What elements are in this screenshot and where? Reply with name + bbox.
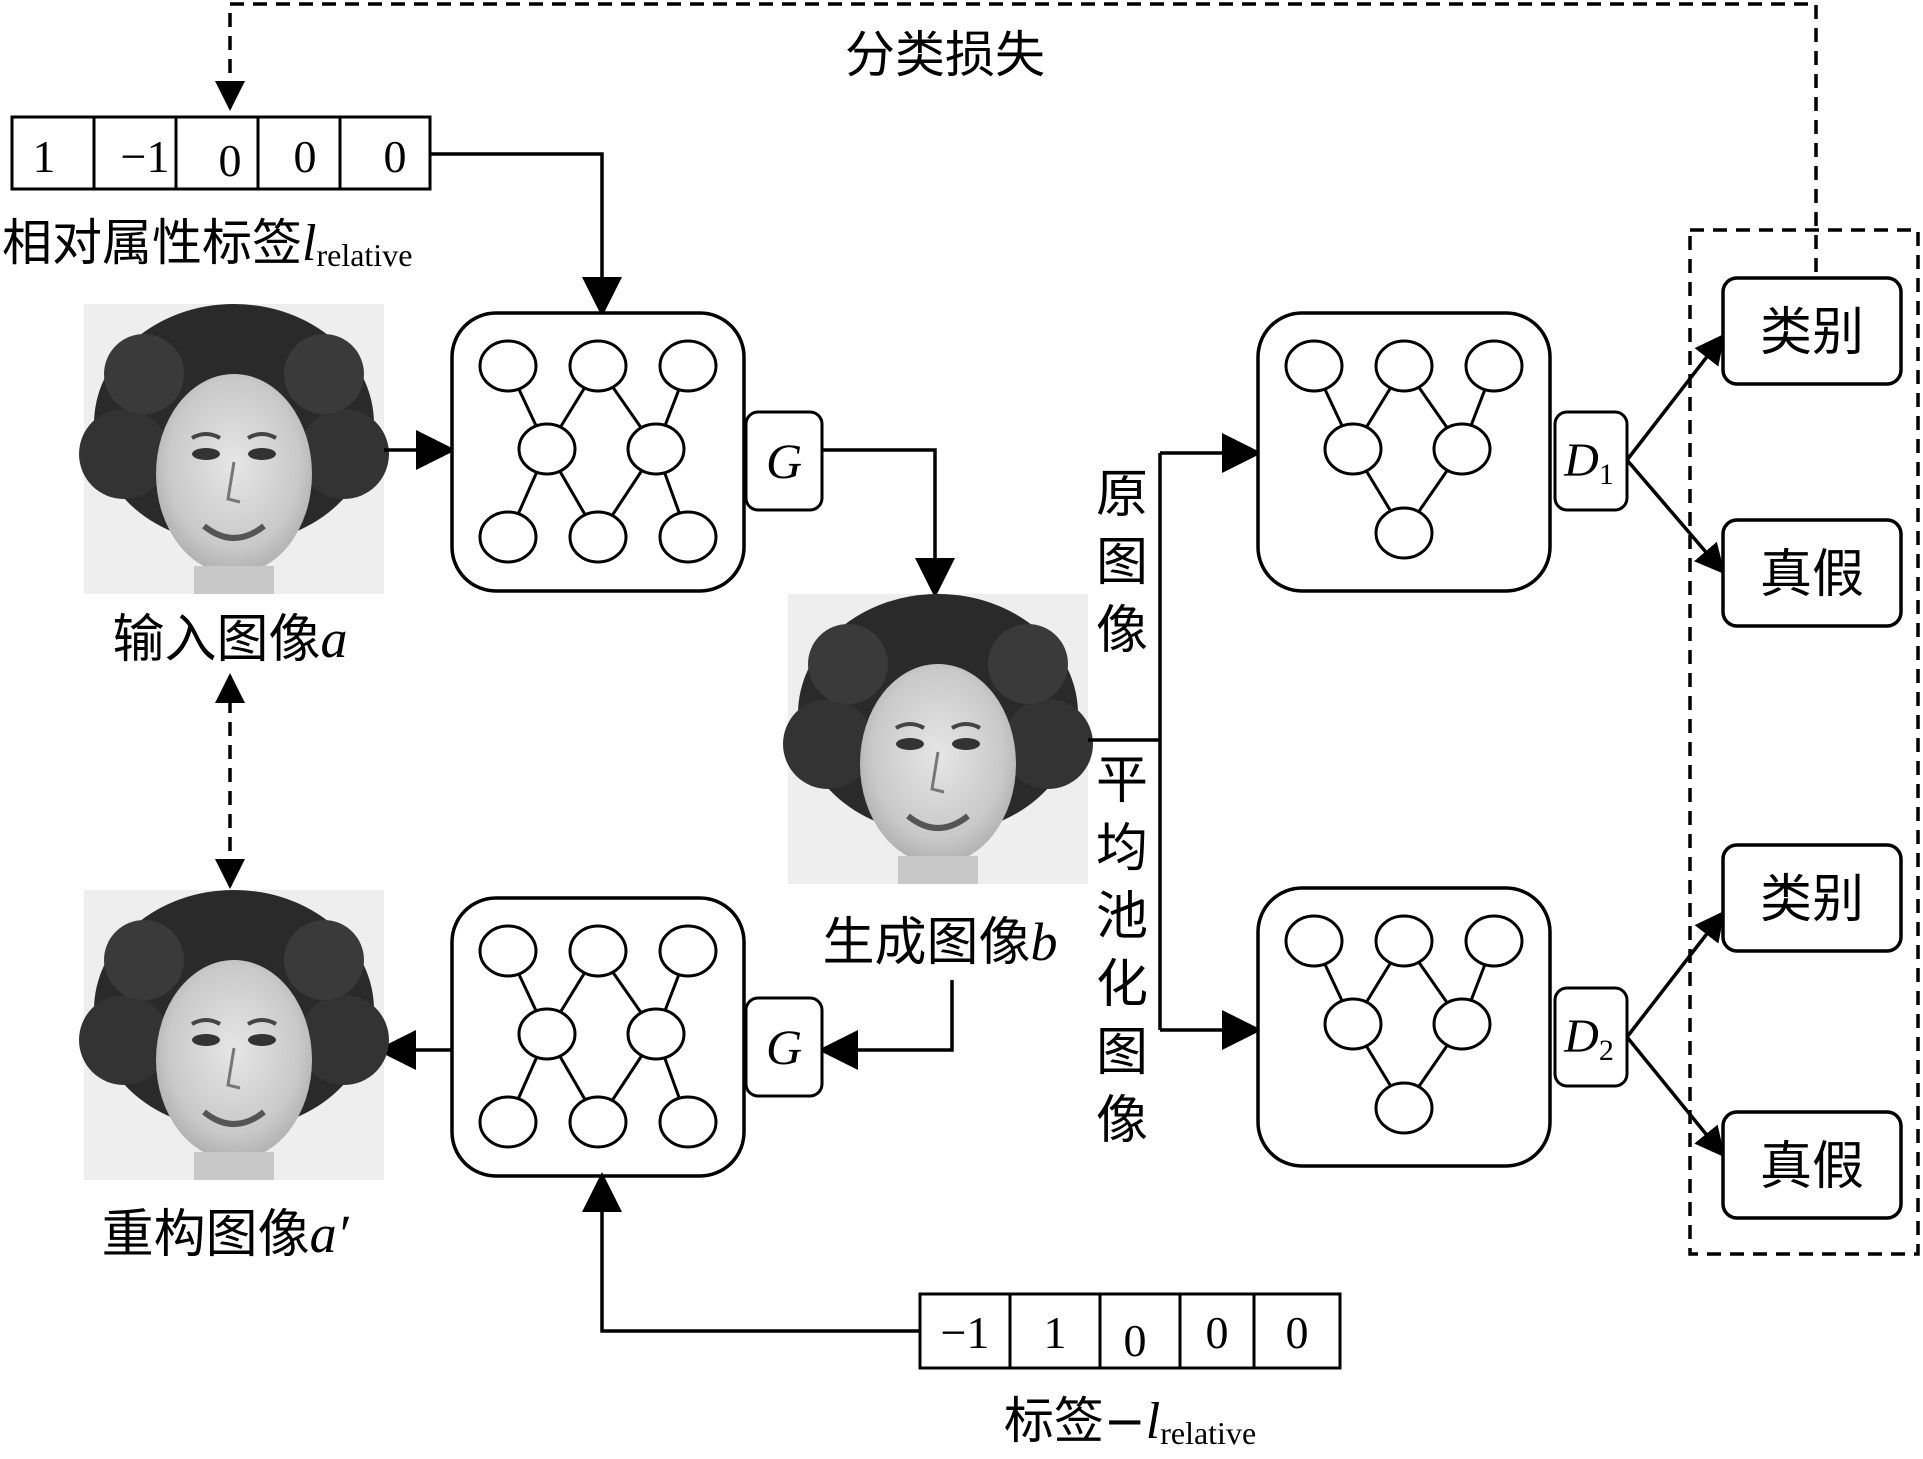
branch-bottom-char-2: 均	[1096, 819, 1148, 879]
generator-top-network	[450, 311, 746, 593]
d2-sub: 2	[1599, 1034, 1614, 1067]
branch-top-char-3: 像	[1096, 601, 1148, 661]
branch-bottom-label: 平 均 池 化 图 像	[1096, 751, 1148, 1151]
branch-bottom-char-6: 像	[1096, 1091, 1148, 1151]
label-top-cell-3: 0	[219, 135, 242, 186]
generated-image-caption: 生成图像b	[822, 912, 1057, 973]
label-vector-top: 1 −1 0 0 0	[10, 115, 432, 191]
arrow-d2-to-realfake	[1625, 1035, 1725, 1158]
classification-loss-label: 分类损失	[845, 26, 1045, 84]
output-d2-realfake: 真假	[1721, 1110, 1903, 1220]
generator-top-badge: G	[744, 410, 824, 512]
caption-top-var: l	[302, 215, 316, 272]
label-top-cell-2: −1	[121, 131, 170, 182]
generated-caption-var: b	[1031, 912, 1058, 972]
branch-top-char-1: 原	[1096, 465, 1148, 525]
generator-bottom-network	[450, 896, 746, 1178]
discriminator-1-label: D1	[1563, 434, 1614, 491]
discriminator-2-badge: D2	[1553, 986, 1629, 1088]
label-bottom-cell-5: 0	[1286, 1307, 1309, 1358]
reconstructed-image-a-prime	[79, 890, 389, 1180]
branch-bottom-char-4: 化	[1096, 955, 1148, 1015]
discriminator-2-label: D2	[1563, 1010, 1614, 1067]
arrow-d1-to-class	[1625, 333, 1725, 462]
arrow-d1-to-realfake	[1625, 458, 1725, 575]
caption-top-sub: relative	[316, 237, 412, 273]
reconstructed-caption-main: 重构图像	[102, 1205, 310, 1265]
discriminator-1-badge: D1	[1553, 410, 1629, 512]
output-d1-realfake-label: 真假	[1760, 545, 1864, 605]
output-d1-class: 类别	[1721, 276, 1903, 386]
arrow-label-to-generator-top	[430, 152, 622, 317]
reconstructed-image-caption: 重构图像a′	[102, 1204, 350, 1265]
d1-var: D	[1563, 434, 1599, 487]
output-d1-class-label: 类别	[1760, 303, 1864, 363]
d2-var: D	[1563, 1010, 1599, 1063]
label-bottom-cell-1: −1	[941, 1307, 990, 1358]
discriminator-2-network	[1256, 886, 1552, 1168]
label-bottom-cell-3: 0	[1124, 1315, 1147, 1366]
label-top-cell-1: 1	[33, 131, 56, 182]
input-caption-var: a	[321, 609, 348, 669]
input-caption-main: 输入图像	[112, 610, 320, 670]
label-vector-top-caption: 相对属性标签lrelative	[2, 214, 412, 273]
label-vector-bottom-caption: 标签−lrelative	[1004, 1392, 1256, 1451]
label-bottom-cell-2: 1	[1044, 1307, 1067, 1358]
label-vector-bottom: −1 1 0 0 0	[918, 1292, 1342, 1370]
label-top-cell-5: 0	[384, 131, 407, 182]
arrow-generator-to-generated	[822, 448, 955, 598]
label-bottom-cell-4: 0	[1206, 1307, 1229, 1358]
caption-bottom-sub: relative	[1160, 1415, 1256, 1451]
branch-top-label: 原 图 像	[1096, 465, 1148, 661]
classification-loss-path	[215, 2, 1818, 272]
caption-bottom-main: 标签−	[1004, 1392, 1146, 1450]
input-image-caption: 输入图像a	[112, 609, 347, 670]
generated-caption-main: 生成图像	[822, 913, 1030, 973]
branch-bottom-char-5: 图	[1096, 1023, 1148, 1083]
branch-top-char-2: 图	[1096, 533, 1148, 593]
caption-bottom-var: l	[1146, 1393, 1160, 1450]
output-d2-realfake-label: 真假	[1760, 1137, 1864, 1197]
label-top-cell-4: 0	[294, 131, 317, 182]
arrow-generated-to-generator-bottom	[818, 980, 954, 1070]
arrow-label-to-generator-bottom	[582, 1172, 920, 1333]
output-d1-realfake: 真假	[1721, 518, 1903, 628]
caption-top-main: 相对属性标签	[2, 214, 302, 272]
reconstructed-caption-var: a′	[310, 1204, 350, 1264]
generator-top-label: G	[766, 433, 802, 489]
generator-bottom-label: G	[766, 1019, 802, 1075]
branch-bottom-char-1: 平	[1096, 751, 1148, 811]
output-group-frame	[1688, 228, 1920, 1256]
discriminator-1-network	[1256, 311, 1552, 593]
branch-connector	[1088, 433, 1262, 1050]
branch-bottom-char-3: 池	[1096, 887, 1148, 947]
input-image-a	[79, 304, 389, 594]
output-d2-class-label: 类别	[1760, 870, 1864, 930]
output-d2-class: 类别	[1721, 843, 1903, 953]
generated-image-b	[783, 594, 1093, 884]
generator-bottom-badge: G	[744, 996, 824, 1098]
d1-sub: 1	[1599, 458, 1614, 491]
arrow-d2-to-class	[1625, 910, 1725, 1039]
